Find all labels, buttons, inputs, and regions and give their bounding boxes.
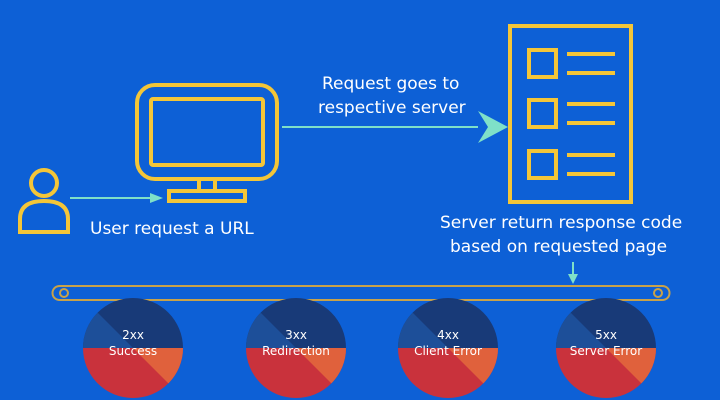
status-code: 3xx — [285, 328, 307, 342]
status-name: Client Error — [414, 344, 482, 358]
status-circles — [83, 298, 656, 398]
status-code: 4xx — [437, 328, 459, 342]
request-label-line2: respective server — [318, 98, 466, 118]
status-name: Server Error — [569, 344, 643, 358]
server-page-icon — [508, 24, 633, 204]
user-icon — [18, 168, 70, 234]
request-label-line1: Request goes to — [322, 74, 460, 94]
user-request-label: User request a URL — [90, 219, 254, 239]
arrow-server-to-codes — [568, 262, 578, 284]
status-code: 2xx — [122, 328, 144, 342]
arrow-monitor-to-server — [282, 111, 508, 143]
response-label-line2: based on requested page — [450, 237, 668, 257]
arrow-user-to-monitor — [70, 193, 163, 203]
status-name: Success — [108, 344, 158, 358]
status-name: Redirection — [262, 344, 330, 358]
monitor-icon — [135, 83, 279, 203]
status-code: 5xx — [595, 328, 617, 342]
scroll-line — [51, 285, 671, 301]
response-label-line1: Server return response code — [440, 213, 683, 233]
status-circle-3xx — [246, 298, 346, 398]
